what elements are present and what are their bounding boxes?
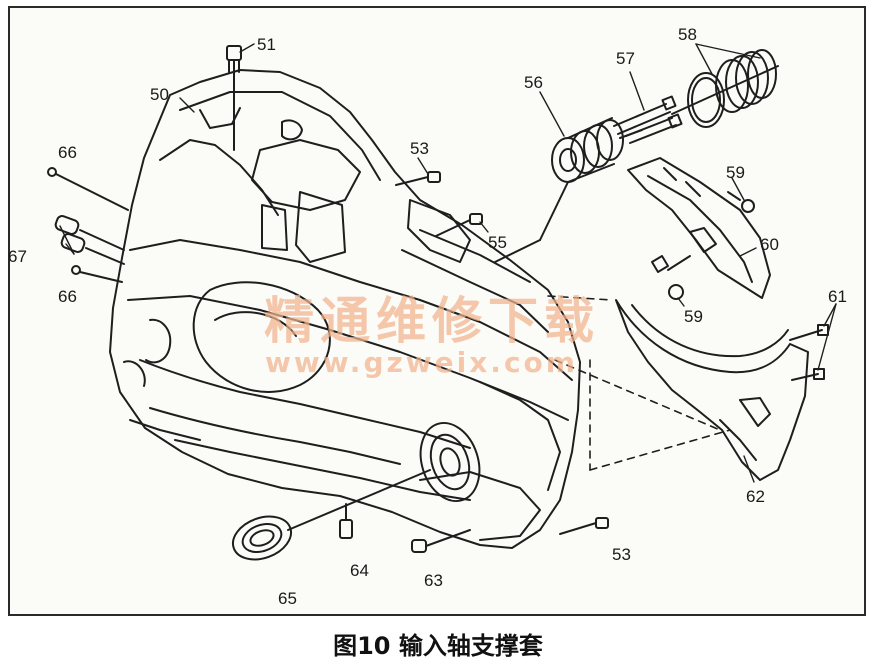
input-shaft-support-56	[494, 117, 643, 263]
transaxle-case	[109, 69, 581, 549]
watermark-line-2: www.gzweix.com	[265, 346, 578, 379]
exploded-view-diagram: 精通维修下载 www.gzweix.com 51 50 66 67 66 53 …	[8, 25, 847, 608]
callout-61: 61	[828, 287, 847, 306]
shield-62	[615, 299, 809, 481]
pin-66-upper	[47, 167, 129, 211]
callout-60: 60	[760, 235, 779, 254]
callout-57: 57	[616, 49, 635, 68]
figure-caption: 图10 输入轴支撑套	[333, 632, 543, 660]
callout-67: 67	[8, 247, 27, 266]
bushings-67	[54, 215, 125, 265]
callout-62: 62	[746, 487, 765, 506]
callout-64: 64	[350, 561, 369, 580]
callout-59-upper: 59	[726, 163, 745, 182]
callout-58: 58	[678, 25, 697, 44]
leader-lines	[59, 43, 837, 483]
plug-64	[339, 503, 353, 539]
nut-59-lower	[651, 255, 691, 300]
bolts-61	[789, 324, 829, 381]
callout-55: 55	[488, 233, 507, 252]
callout-66-upper: 66	[58, 143, 77, 162]
callout-65: 65	[278, 589, 297, 608]
callout-63: 63	[424, 571, 443, 590]
callout-66-lower: 66	[58, 287, 77, 306]
spring-and-oring-58	[671, 49, 779, 128]
seal-65	[231, 469, 431, 561]
callout-53-lower: 53	[612, 545, 631, 564]
nut-59-upper	[727, 191, 755, 213]
shield-60	[627, 157, 771, 299]
plug-53-lower	[559, 517, 609, 535]
pin-66-lower	[71, 265, 123, 283]
callout-50: 50	[150, 85, 169, 104]
callout-56: 56	[524, 73, 543, 92]
callout-53-upper: 53	[410, 139, 429, 158]
watermark-line-1: 精通维修下载	[264, 292, 600, 350]
callout-59-lower: 59	[684, 307, 703, 326]
plug-53-upper	[395, 171, 441, 186]
plug-55	[435, 213, 483, 237]
bolts-57	[613, 95, 683, 144]
input-shaft-bore	[419, 421, 481, 503]
bolt-51	[226, 45, 242, 151]
assembly-guide-lines	[547, 295, 731, 471]
callout-51: 51	[257, 35, 276, 54]
plug-63	[411, 529, 471, 553]
